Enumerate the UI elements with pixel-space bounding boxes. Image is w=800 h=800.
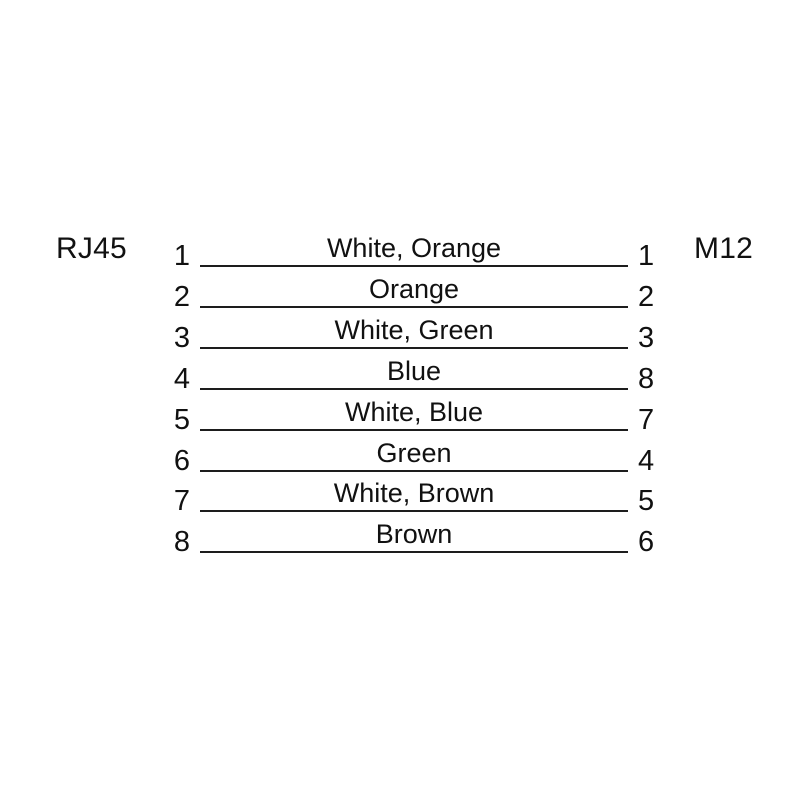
right-pin-number: 8 xyxy=(638,362,655,395)
wire-color-label: Blue xyxy=(386,355,442,386)
wire-line xyxy=(200,265,628,267)
wire-color-label: Brown xyxy=(375,519,453,550)
left-pin-number: 3 xyxy=(173,321,190,354)
right-pin-number: 3 xyxy=(638,321,655,354)
wire-line xyxy=(200,510,628,513)
wire-color-label: Orange xyxy=(368,273,460,304)
wire-color-label: White, Orange xyxy=(326,233,502,263)
wire-line xyxy=(200,387,628,390)
wire-line xyxy=(200,469,628,472)
wire-color-label: Green xyxy=(376,437,452,468)
wire-line xyxy=(200,551,628,554)
wire-color-label: White, Green xyxy=(334,314,494,345)
wire-line xyxy=(200,346,628,349)
right-pin-number: 4 xyxy=(638,444,655,477)
left-pin-number: 8 xyxy=(173,526,190,559)
left-pin-number: 2 xyxy=(173,280,190,313)
wire-color-label: White, Blue xyxy=(344,396,484,427)
right-pin-number: 7 xyxy=(638,403,655,436)
right-pin-number: 2 xyxy=(638,280,655,313)
left-pin-number: 7 xyxy=(173,485,190,518)
right-pin-number: 5 xyxy=(638,485,655,518)
wire-line xyxy=(200,305,628,308)
left-pin-number: 1 xyxy=(173,240,190,272)
wire-color-label: White, Brown xyxy=(333,478,495,509)
right-pin-number: 1 xyxy=(638,240,655,272)
left-pin-number: 6 xyxy=(173,444,190,477)
left-connector-title: RJ45 xyxy=(56,232,127,265)
wire-line xyxy=(200,428,628,431)
left-pin-number: 5 xyxy=(173,403,190,436)
right-connector-title: M12 xyxy=(694,232,753,265)
right-pin-number: 6 xyxy=(638,526,655,559)
left-pin-number: 4 xyxy=(173,362,190,395)
